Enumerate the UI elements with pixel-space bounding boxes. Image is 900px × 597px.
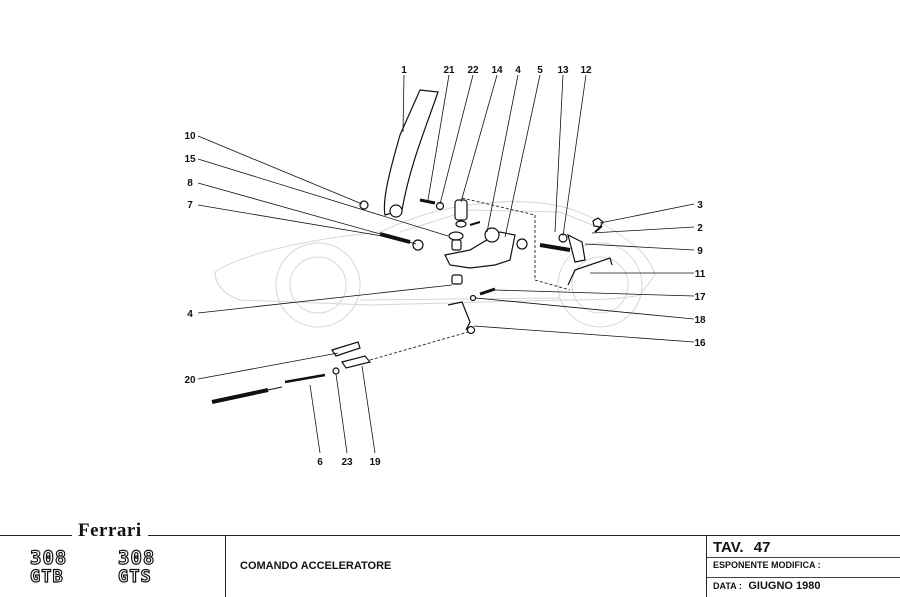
callout-13: 13 bbox=[557, 65, 569, 76]
model-variant: GTB bbox=[29, 567, 64, 587]
dashed-connection-lines bbox=[369, 197, 571, 361]
callout-3: 3 bbox=[697, 200, 703, 211]
callout-19: 19 bbox=[369, 457, 381, 468]
callout-7: 7 bbox=[187, 200, 193, 211]
drawing-title: COMANDO ACCELERATORE bbox=[240, 560, 392, 572]
callout-20: 20 bbox=[184, 375, 196, 386]
model-number: 308 bbox=[29, 547, 68, 569]
callout-22: 22 bbox=[467, 65, 479, 76]
tav-label: TAV. bbox=[713, 539, 744, 556]
exploded-parts-diagram: 1 21 22 14 4 5 13 12 10 15 8 7 3 2 9 11 … bbox=[184, 65, 706, 468]
callout-12: 12 bbox=[580, 65, 592, 76]
callout-8: 8 bbox=[187, 178, 193, 189]
model-variant: GTS bbox=[117, 567, 152, 587]
title-block: Ferrari 308 GTB 308 GTS COMANDO ACCELERA… bbox=[0, 520, 900, 597]
callout-17: 17 bbox=[694, 292, 706, 303]
callout-1: 1 bbox=[401, 65, 407, 76]
esponente-label: ESPONENTE MODIFICA : bbox=[713, 560, 821, 570]
callout-23: 23 bbox=[341, 457, 353, 468]
model-gts: 308 GTS bbox=[117, 547, 156, 587]
leader-lines bbox=[197, 74, 695, 454]
tav-row: TAV. 47 bbox=[713, 539, 770, 556]
callout-15: 15 bbox=[184, 154, 196, 165]
l-rod bbox=[567, 257, 613, 286]
callout-2: 2 bbox=[697, 223, 703, 234]
callout-6: 6 bbox=[317, 457, 323, 468]
model-number: 308 bbox=[117, 547, 156, 569]
callout-labels: 1 21 22 14 4 5 13 12 10 15 8 7 3 2 9 11 … bbox=[184, 65, 706, 468]
callout-9: 9 bbox=[697, 246, 703, 257]
callout-14: 14 bbox=[491, 65, 503, 76]
accelerator-pedal bbox=[383, 89, 439, 216]
callout-10: 10 bbox=[184, 131, 196, 142]
parts bbox=[211, 89, 613, 404]
ferrari-logo: Ferrari bbox=[72, 520, 148, 542]
pedal-support-bracket bbox=[444, 231, 516, 269]
model-gtb: 308 GTB bbox=[29, 547, 68, 587]
data-label: DATA : bbox=[713, 581, 742, 591]
callout-16: 16 bbox=[694, 338, 706, 349]
data-value: GIUGNO 1980 bbox=[748, 580, 821, 592]
callout-21: 21 bbox=[443, 65, 455, 76]
car-silhouette bbox=[214, 201, 656, 328]
callout-11: 11 bbox=[695, 269, 706, 280]
callout-4-top: 4 bbox=[515, 65, 521, 76]
callout-5: 5 bbox=[537, 65, 543, 76]
clip bbox=[359, 200, 369, 210]
logo-block: Ferrari 308 GTB 308 GTS bbox=[0, 520, 226, 597]
callout-18: 18 bbox=[694, 315, 706, 326]
drawing-info: TAV. 47 ESPONENTE MODIFICA : DATA : GIUG… bbox=[706, 536, 900, 597]
tav-number: 47 bbox=[753, 539, 771, 556]
callout-4-bottom: 4 bbox=[187, 309, 193, 320]
data-row: DATA : GIUGNO 1980 bbox=[713, 580, 820, 592]
